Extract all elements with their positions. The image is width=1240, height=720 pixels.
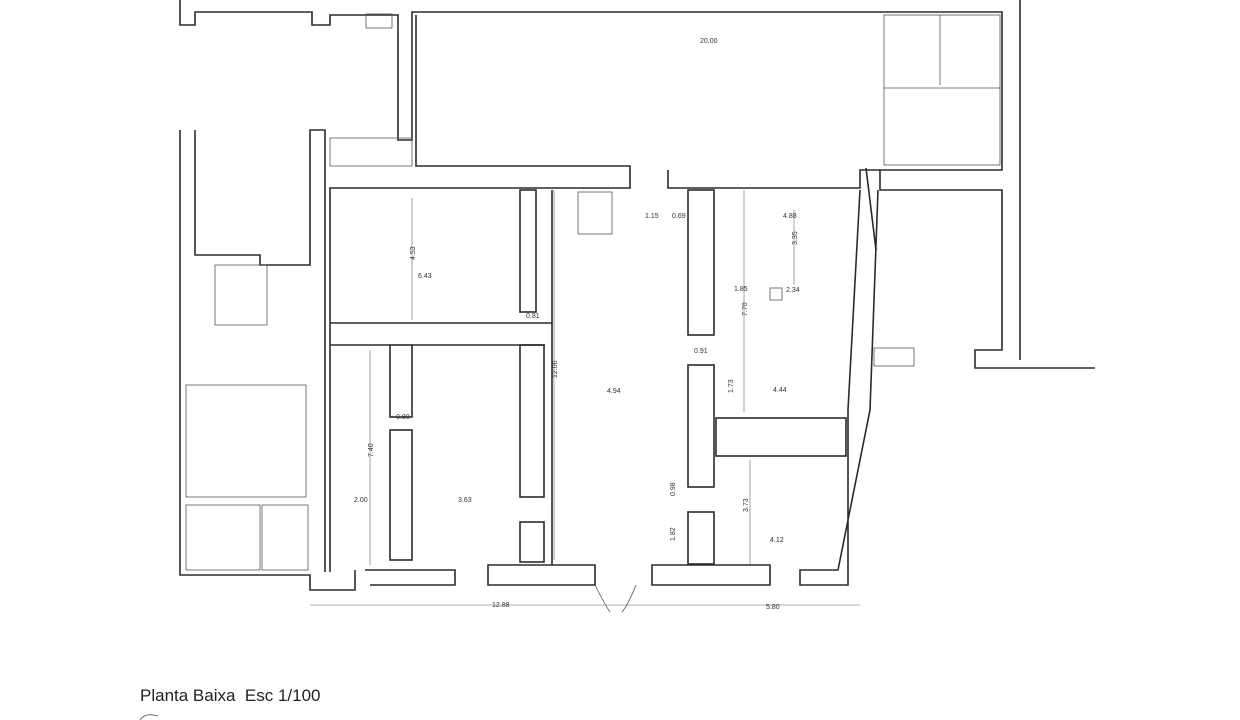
dim-5-80: 5.80 (766, 604, 780, 611)
patio-room (883, 14, 1001, 166)
plan-title: Planta Baixa (140, 686, 236, 705)
dim-0-69: 0.69 (672, 213, 686, 220)
main-door (594, 584, 637, 613)
dim-4-12: 4.12 (770, 537, 784, 544)
west-small-room-a (185, 504, 261, 571)
west-outer-wall (179, 130, 356, 591)
west-small-room-b (261, 504, 309, 571)
walls (179, 0, 1095, 613)
kitchen-block (329, 137, 413, 167)
dim-3-35: 3.35 (792, 231, 799, 245)
pillar-d (389, 429, 413, 561)
sink (365, 13, 393, 29)
upper-hall-right (667, 169, 880, 189)
dim-12-88: 12.88 (492, 602, 510, 609)
west-inner-wall (194, 129, 326, 572)
east-slanted-wall (799, 189, 879, 586)
dim-12-06: 12.06 (552, 360, 559, 378)
dim-3-73: 3.73 (743, 498, 750, 512)
dim-2-00: 2.00 (354, 497, 368, 504)
pillar-e (519, 521, 545, 563)
dimension-labels: 20.00 4.53 6.43 1.15 0.69 4.88 3.35 1.85… (354, 38, 800, 611)
pillar-g (687, 364, 715, 488)
stair-small (577, 191, 613, 235)
upper-hall-inner (329, 15, 631, 572)
east-corridor-block (715, 417, 847, 457)
dim-2-34: 2.34 (786, 287, 800, 294)
dim-7-70: 7.70 (742, 302, 749, 316)
dim-4-44: 4.44 (773, 387, 787, 394)
west-room (185, 384, 307, 498)
pillar-a (519, 189, 537, 313)
pillar-b (519, 344, 545, 498)
dim-4-88: 4.88 (783, 213, 797, 220)
south-facade (365, 564, 771, 586)
pillar-c (389, 344, 413, 418)
dim-1-15: 1.15 (645, 213, 659, 220)
pillar-f (687, 189, 715, 336)
dim-0-81: 0.81 (526, 313, 540, 320)
dim-1-85: 1.85 (734, 286, 748, 293)
dim-4-53: 4.53 (410, 246, 417, 260)
dim-0-80: 0.80 (396, 414, 410, 421)
plan-caption: Planta Baixa Esc 1/100 (140, 686, 321, 706)
column-marker (769, 287, 783, 301)
dim-6-43: 6.43 (418, 273, 432, 280)
pillar-h (687, 511, 715, 565)
dim-1-73: 1.73 (728, 379, 735, 393)
plan-scale: Esc 1/100 (244, 686, 321, 705)
dim-1-82: 1.82 (670, 527, 677, 541)
dim-3-63: 3.63 (458, 497, 472, 504)
dim-4-94: 4.94 (607, 388, 621, 395)
dim-0-98: 0.98 (670, 482, 677, 496)
north-arrow-icon (139, 714, 159, 720)
dim-7-40: 7.40 (368, 443, 375, 457)
stair-wc-block (214, 264, 268, 326)
dim-20-00: 20.00 (700, 38, 718, 45)
east-wall-window (865, 167, 877, 251)
dim-0-91: 0.91 (694, 348, 708, 355)
west-wing-outline (179, 0, 1095, 369)
east-step (873, 347, 915, 367)
